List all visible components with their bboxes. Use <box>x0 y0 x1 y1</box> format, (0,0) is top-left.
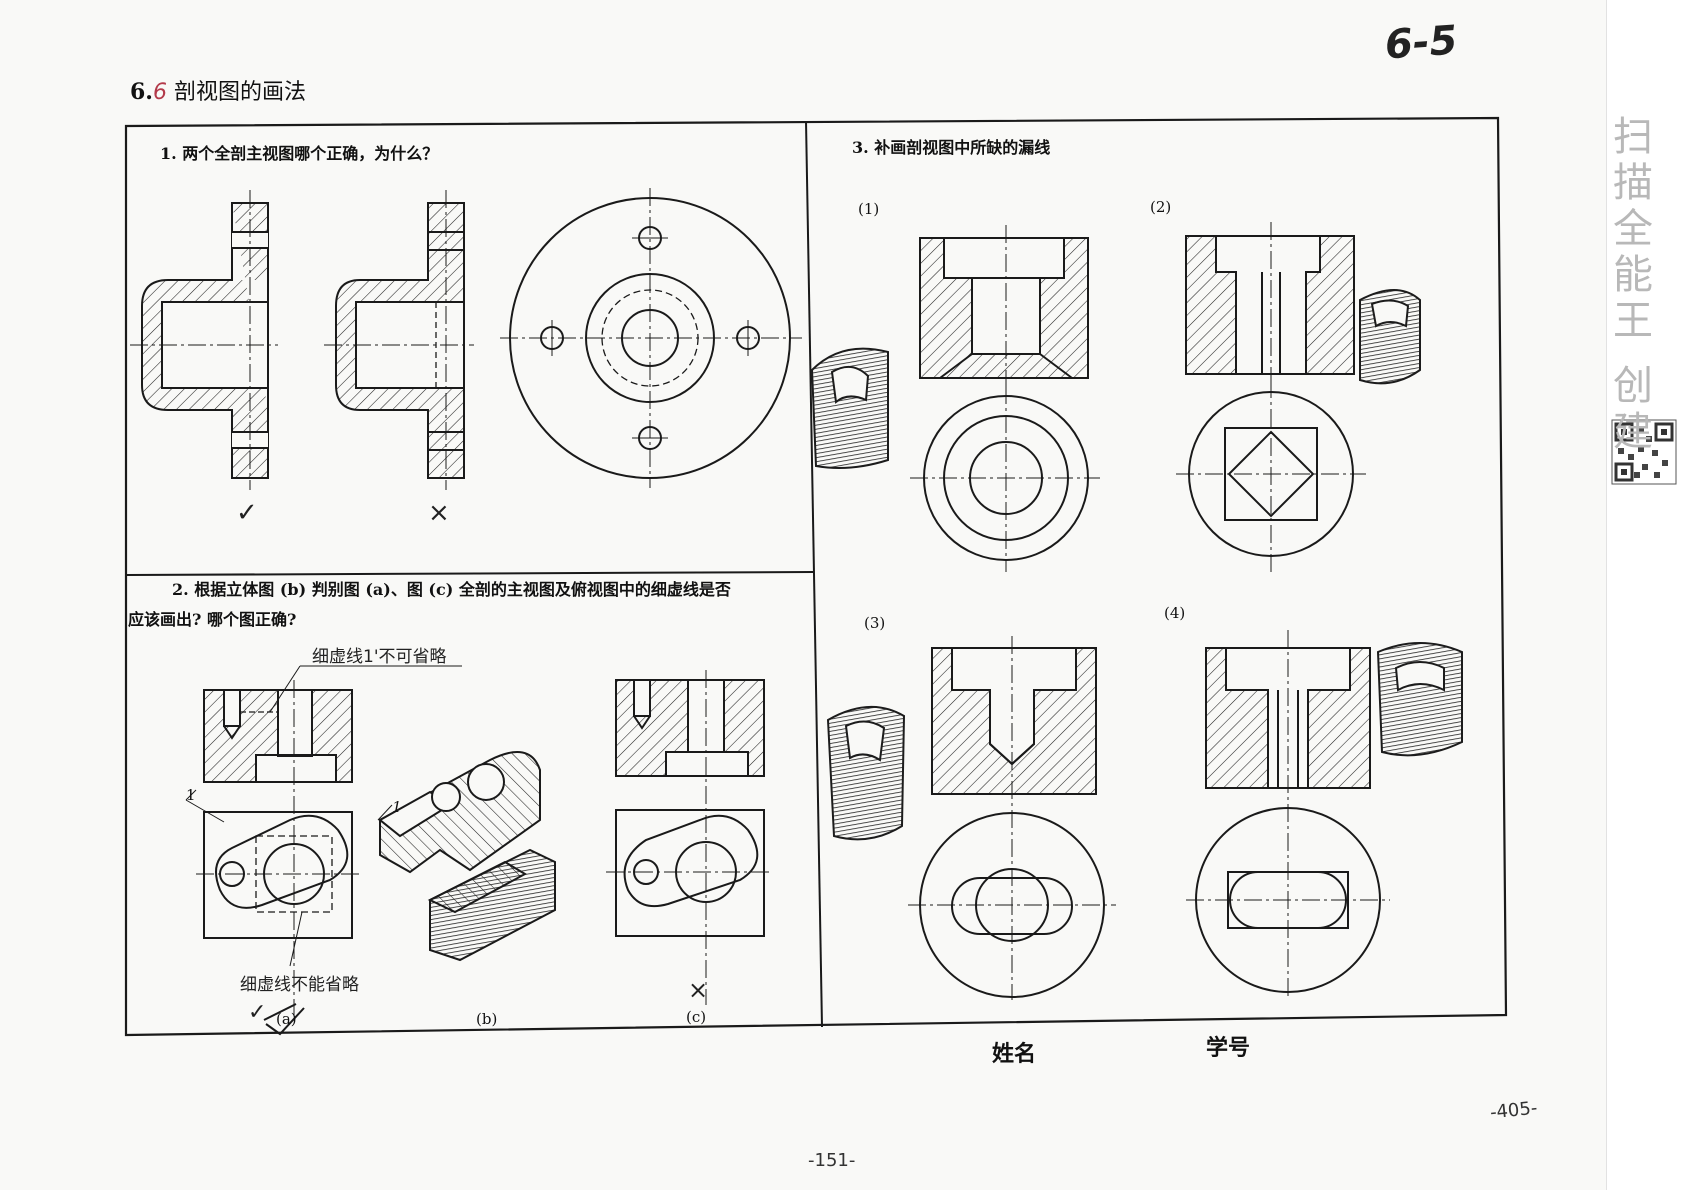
student-id-label: 学号 <box>1206 1035 1251 1061</box>
q2-a-front-view <box>203 680 353 1015</box>
q3-4-top-view <box>1186 804 1390 1000</box>
q2-prompt-line2: 应该画出? 哪个图正确? <box>128 610 297 629</box>
section-number: 6. <box>130 79 153 105</box>
q2-caption-a: (a) <box>276 1010 297 1028</box>
q3-label-3: (3) <box>864 614 886 632</box>
q1-prompt: 1. 两个全剖主视图哪个正确，为什么？ <box>160 144 439 163</box>
q1-correct-mark: ✓ <box>236 498 258 528</box>
page-number: 6-5 <box>1383 17 1459 69</box>
q2-c-front-view <box>615 670 765 1005</box>
q3-2-section-view <box>1185 222 1355 386</box>
q1-view-correct <box>130 190 278 490</box>
q3-4-section-view <box>1205 630 1371 800</box>
q2-caption-b: (b) <box>476 1010 498 1028</box>
q1-view-wrong <box>324 190 474 490</box>
q2-note-bottom: 细虚线不能省略 <box>240 975 359 995</box>
section-title: 6.6 剖视图的画法 <box>130 74 306 106</box>
q2-correct-mark: ✓ <box>248 1000 267 1025</box>
q2-annotation-leaders <box>263 665 462 1036</box>
q2-b-isometric <box>377 751 556 962</box>
q2-note-top: 细虚线1'不可省略 <box>312 647 447 667</box>
q1-top-view <box>500 188 802 488</box>
scanned-page <box>1606 0 1607 1190</box>
q2-prompt-line1: 2. 根据立体图 (b) 判别图 (a)、图 (c) 全剖的主视图及俯视图中的细… <box>172 580 731 599</box>
q3-label-2: (2) <box>1150 198 1172 216</box>
q2-a-top-view <box>185 789 360 939</box>
scanner-watermark: 扫描全能王 创建 <box>1606 115 1652 456</box>
name-label: 姓名 <box>992 1041 1037 1067</box>
q3-prompt: 3. 补画剖视图中所缺的漏线 <box>852 138 1051 157</box>
q3-1-section-view <box>919 225 1089 392</box>
q3-3-top-view <box>908 810 1116 1000</box>
q2-label-1: 1 <box>186 786 196 804</box>
section-handwritten-mark: 6 <box>152 80 167 105</box>
q3-label-1: (1) <box>858 200 880 218</box>
q3-3-section-view <box>931 636 1097 806</box>
q2-label-1-iso: 1 <box>392 798 402 816</box>
q3-label-4: (4) <box>1164 604 1186 622</box>
q2-wrong-mark: × <box>688 976 709 1004</box>
q3-1-top-view <box>910 386 1100 572</box>
q3-2-top-view <box>1176 380 1366 572</box>
q3-hand-sketches <box>810 289 1463 841</box>
q2-c-top-view <box>606 809 772 937</box>
exercise-frame <box>124 116 1508 1037</box>
q2-caption-c: (c) <box>686 1008 707 1026</box>
q1-wrong-mark: × <box>428 498 450 528</box>
section-title-text: 剖视图的画法 <box>173 80 306 105</box>
qr-code-icon <box>1611 419 1677 485</box>
page-center-mark: -151- <box>808 1150 856 1171</box>
